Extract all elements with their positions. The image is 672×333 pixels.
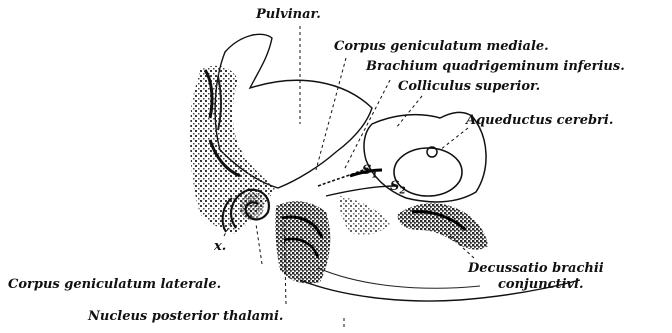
label-s2: S2: [390, 180, 406, 197]
leader-aqueductus: [440, 128, 468, 150]
label-x: x.: [214, 240, 226, 253]
leader-corpus-geniculatum-laterale: [256, 224, 262, 264]
label-decussatio-line2: conjunctivi.: [498, 278, 584, 291]
label-brachium-quadrigeminum-inferius: Brachium quadrigeminum inferius.: [366, 60, 625, 73]
leader-corpus-geniculatum-mediale: [316, 58, 346, 170]
leader-colliculus: [396, 96, 422, 128]
label-s1: S1: [362, 164, 378, 181]
label-corpus-geniculatum-mediale: Corpus geniculatum mediale.: [334, 40, 549, 53]
label-colliculus-superior: Colliculus superior.: [398, 80, 540, 93]
label-decussatio-line1: Decussatio brachii: [468, 262, 604, 275]
label-aqueductus-cerebri: Aqueductus cerebri.: [466, 114, 613, 127]
label-corpus-geniculatum-laterale: Corpus geniculatum laterale.: [8, 278, 221, 291]
label-nucleus-posterior-thalami: Nucleus posterior thalami.: [88, 310, 283, 323]
label-s1-letter: S: [362, 163, 371, 178]
label-s1-subscript: 1: [371, 171, 377, 181]
label-pulvinar: Pulvinar.: [256, 8, 321, 21]
label-s2-subscript: 2: [399, 187, 405, 197]
decussatio-region: [398, 203, 488, 249]
nucleus-posterior-region: [275, 201, 330, 283]
label-s2-letter: S: [390, 179, 399, 194]
